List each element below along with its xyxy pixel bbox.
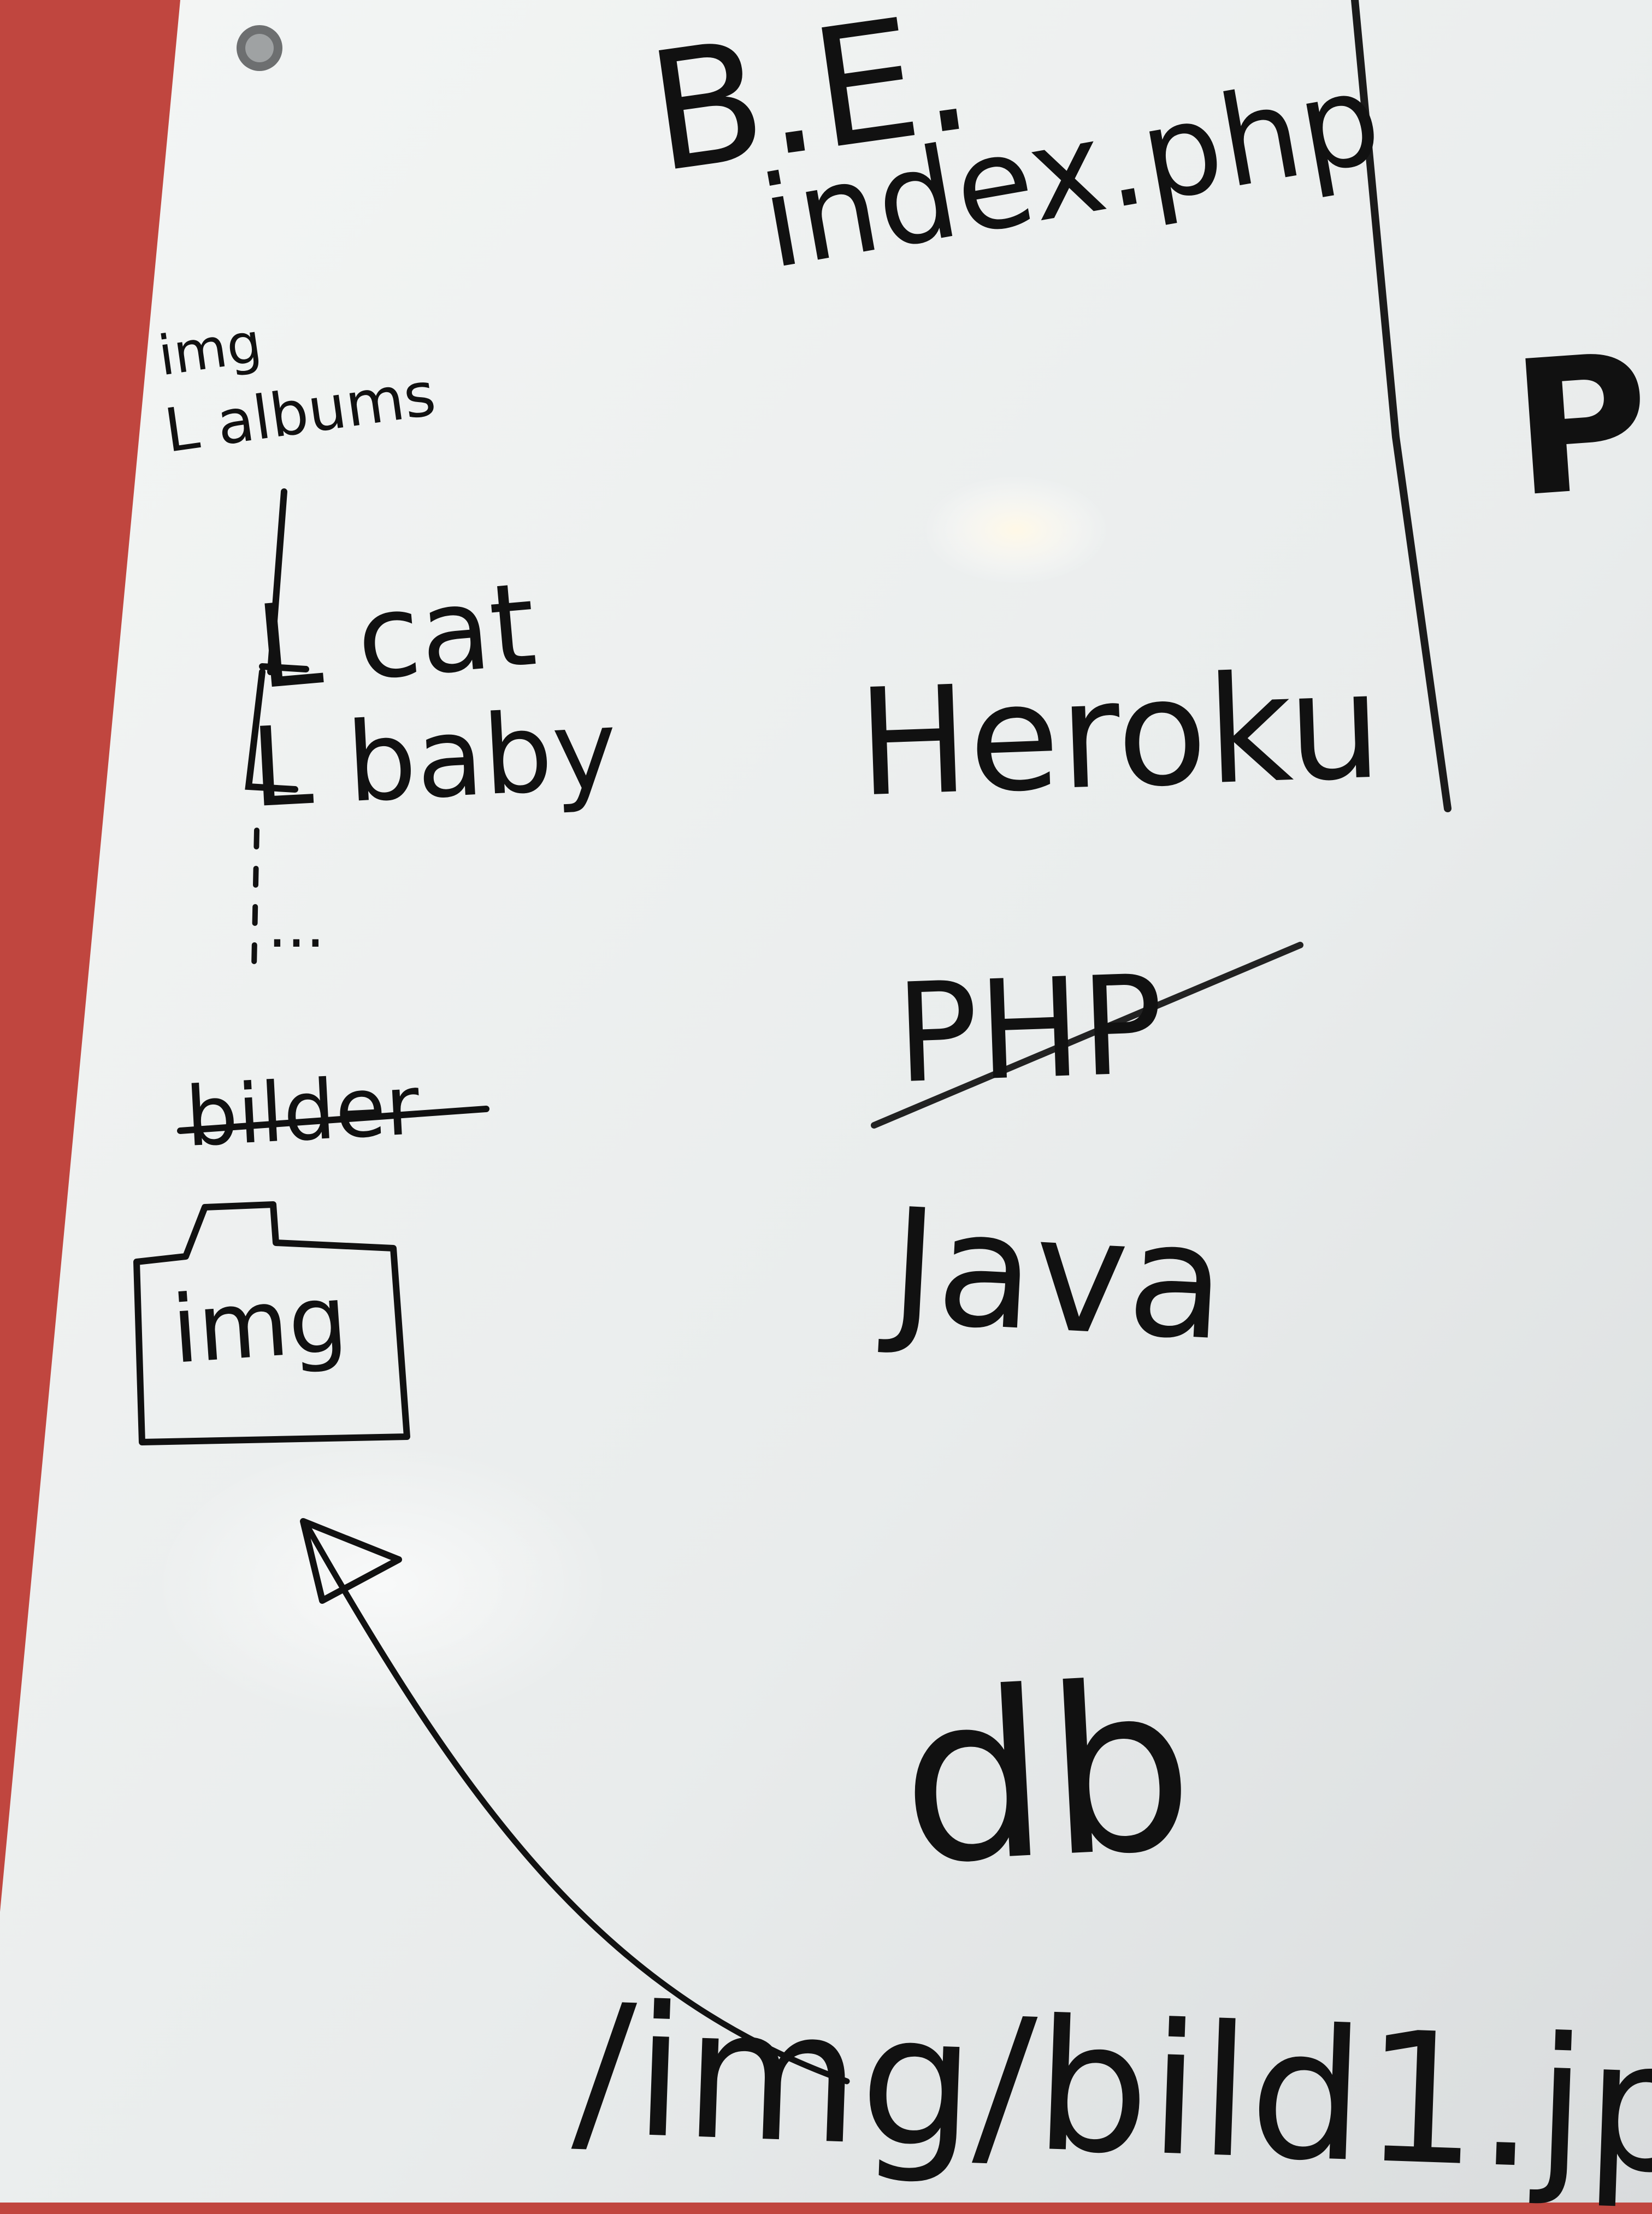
- tree-item-baby: L baby: [248, 686, 621, 833]
- tech-java: Java: [886, 1174, 1230, 1376]
- ceiling-light-reflection: [923, 475, 1109, 585]
- db-label: db: [894, 1634, 1200, 1916]
- tech-heroku: Heroku: [854, 639, 1384, 830]
- tree-bracket: [245, 488, 309, 793]
- divider-line: [1351, 0, 1452, 812]
- tree-ellipsis: ...: [268, 891, 325, 961]
- tree-root-img: img: [154, 310, 266, 388]
- bilder-strike: [177, 1106, 489, 1134]
- crossed-word-bilder: bilder: [183, 1058, 422, 1166]
- tree-item-cat: L cat: [251, 557, 541, 715]
- folder-icon: [133, 1201, 410, 1445]
- window-reflection: [153, 1442, 612, 1726]
- tech-php: PHP: [893, 945, 1166, 1114]
- right-edge-letter: P: [1506, 313, 1652, 539]
- arrow-line: [303, 1521, 850, 2085]
- php-strike: [871, 942, 1303, 1129]
- arrow-head: [300, 1518, 402, 1604]
- path-text: /img/bild1.jp: [570, 1965, 1652, 2214]
- folder-label: img: [168, 1265, 351, 1385]
